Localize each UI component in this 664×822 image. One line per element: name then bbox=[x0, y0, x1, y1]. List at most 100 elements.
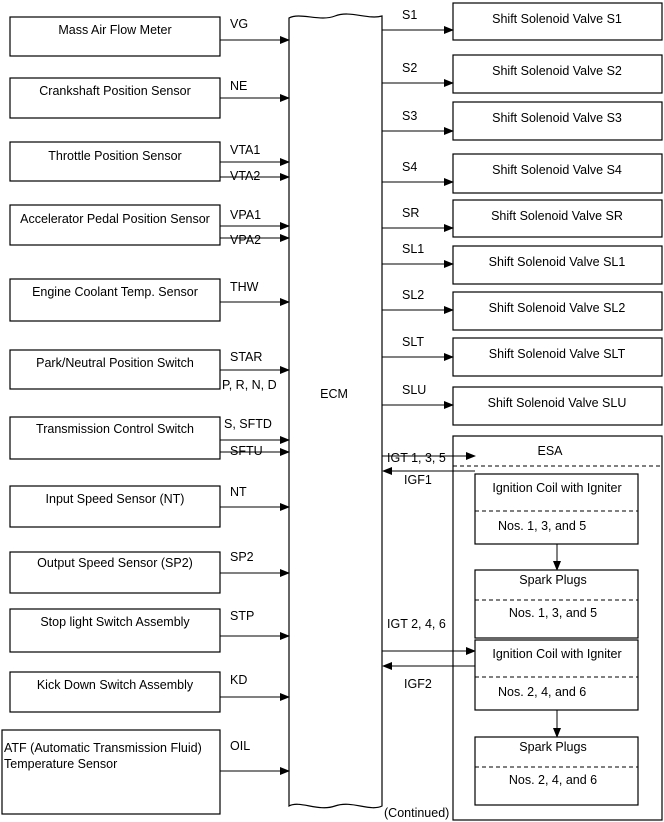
signal-label: S, SFTD bbox=[224, 417, 272, 431]
solenoid-box bbox=[452, 386, 663, 426]
solenoid-label: Shift Solenoid Valve S3 bbox=[492, 111, 622, 125]
sensor-label: Kick Down Switch Assembly bbox=[37, 678, 194, 692]
output-signal-label: S3 bbox=[402, 109, 417, 123]
sensor-label: Throttle Position Sensor bbox=[48, 149, 181, 163]
signal-label: KD bbox=[230, 673, 247, 687]
sensor-label: Park/Neutral Position Switch bbox=[36, 356, 194, 370]
output-signal-label: S1 bbox=[402, 8, 417, 22]
igt-label: IGT 1, 3, 5 bbox=[387, 451, 446, 465]
solenoid-label: Shift Solenoid Valve S1 bbox=[492, 12, 622, 26]
plugs-label: Spark Plugs bbox=[519, 740, 586, 754]
signal-label: VPA1 bbox=[230, 208, 261, 222]
spark-plugs-box bbox=[474, 569, 639, 639]
solenoid-label: Shift Solenoid Valve SLU bbox=[488, 396, 627, 410]
sensor-box bbox=[9, 278, 221, 322]
signal-label: VPA2 bbox=[230, 233, 261, 247]
solenoid-box bbox=[452, 291, 663, 331]
signal-label: OIL bbox=[230, 739, 250, 753]
output-signal-label: S2 bbox=[402, 61, 417, 75]
input-sensor: Input Speed Sensor (NT) NT bbox=[9, 485, 290, 528]
input-sensor: Crankshaft Position Sensor NE bbox=[9, 77, 290, 119]
sensor-label: Input Speed Sensor (NT) bbox=[46, 492, 185, 506]
ignition-coil-box bbox=[474, 473, 639, 545]
ignition-coil-box bbox=[474, 639, 639, 711]
solenoid-box bbox=[452, 153, 663, 194]
signal-label: STAR bbox=[230, 350, 262, 364]
solenoid-label: Shift Solenoid Valve S4 bbox=[492, 163, 622, 177]
input-sensor: ATF (Automatic Transmission Fluid)Temper… bbox=[1, 729, 290, 815]
sensor-box bbox=[9, 16, 221, 57]
sensor-box bbox=[1, 729, 221, 815]
output-solenoid: Shift Solenoid Valve SL2 SL2 bbox=[382, 288, 663, 331]
igf-label: IGF2 bbox=[404, 677, 432, 691]
input-sensor: Stop light Switch Assembly STP bbox=[9, 608, 290, 653]
output-solenoid: Shift Solenoid Valve S3 S3 bbox=[382, 101, 663, 141]
sensor-label: Stop light Switch Assembly bbox=[40, 615, 190, 629]
sensor-box bbox=[9, 416, 221, 460]
signal-label: P, R, N, D bbox=[222, 378, 277, 392]
sensor-label: Temperature Sensor bbox=[4, 757, 117, 771]
output-signal-label: SR bbox=[402, 206, 419, 220]
solenoid-label: Shift Solenoid Valve SLT bbox=[489, 347, 626, 361]
sensor-box bbox=[9, 671, 221, 713]
output-solenoid: Shift Solenoid Valve S4 S4 bbox=[382, 153, 663, 194]
sensor-box bbox=[9, 204, 221, 246]
solenoid-label: Shift Solenoid Valve SL2 bbox=[489, 301, 626, 315]
plugs-nos: Nos. 2, 4, and 6 bbox=[509, 773, 597, 787]
plugs-label: Spark Plugs bbox=[519, 573, 586, 587]
solenoid-box bbox=[452, 337, 663, 377]
signal-label: SFTU bbox=[230, 444, 263, 458]
solenoid-box bbox=[452, 54, 663, 94]
signal-label: VTA1 bbox=[230, 143, 260, 157]
sensor-label: Mass Air Flow Meter bbox=[58, 23, 171, 37]
solenoid-label: Shift Solenoid Valve S2 bbox=[492, 64, 622, 78]
coil-nos: Nos. 1, 3, and 5 bbox=[498, 519, 586, 533]
output-solenoid: Shift Solenoid Valve SL1 SL1 bbox=[382, 242, 663, 285]
output-signal-label: S4 bbox=[402, 160, 417, 174]
sensor-label: Engine Coolant Temp. Sensor bbox=[32, 285, 198, 299]
output-solenoid: Shift Solenoid Valve S1 S1 bbox=[382, 2, 663, 41]
igt-label: IGT 2, 4, 6 bbox=[387, 617, 446, 631]
input-sensor: Transmission Control Switch S, SFTD SFTU bbox=[9, 416, 290, 460]
sensor-box bbox=[9, 608, 221, 653]
solenoid-box bbox=[452, 245, 663, 285]
output-signal-label: SLU bbox=[402, 383, 426, 397]
solenoid-label: Shift Solenoid Valve SR bbox=[491, 209, 623, 223]
input-sensor: Output Speed Sensor (SP2) SP2 bbox=[9, 550, 290, 594]
solenoid-label: Shift Solenoid Valve SL1 bbox=[489, 255, 626, 269]
spark-plugs-box bbox=[474, 736, 639, 806]
sensor-box bbox=[9, 141, 221, 182]
output-signal-label: SL2 bbox=[402, 288, 424, 302]
sensor-box bbox=[9, 349, 221, 390]
igf-label: IGF1 bbox=[404, 473, 432, 487]
sensor-box bbox=[9, 485, 221, 528]
sensor-label: Crankshaft Position Sensor bbox=[39, 84, 190, 98]
output-signal-label: SL1 bbox=[402, 242, 424, 256]
output-solenoid: Shift Solenoid Valve S2 S2 bbox=[382, 54, 663, 94]
signal-label: NE bbox=[230, 79, 247, 93]
signal-label: STP bbox=[230, 609, 254, 623]
output-solenoid: Shift Solenoid Valve SLT SLT bbox=[382, 335, 663, 377]
output-signal-label: SLT bbox=[402, 335, 424, 349]
input-sensor: Kick Down Switch Assembly KD bbox=[9, 671, 290, 713]
ecm-label: ECM bbox=[320, 387, 348, 401]
sensor-label: Transmission Control Switch bbox=[36, 422, 194, 436]
signal-label: NT bbox=[230, 485, 247, 499]
esa-title: ESA bbox=[537, 444, 563, 458]
sensor-box bbox=[9, 77, 221, 119]
sensor-label: Output Speed Sensor (SP2) bbox=[37, 556, 193, 570]
solenoid-box bbox=[452, 101, 663, 141]
coil-label: Ignition Coil with Igniter bbox=[492, 481, 621, 495]
sensor-box bbox=[9, 551, 221, 594]
signal-label: SP2 bbox=[230, 550, 254, 564]
signal-label: THW bbox=[230, 280, 259, 294]
input-sensor: Engine Coolant Temp. Sensor THW bbox=[9, 278, 290, 322]
